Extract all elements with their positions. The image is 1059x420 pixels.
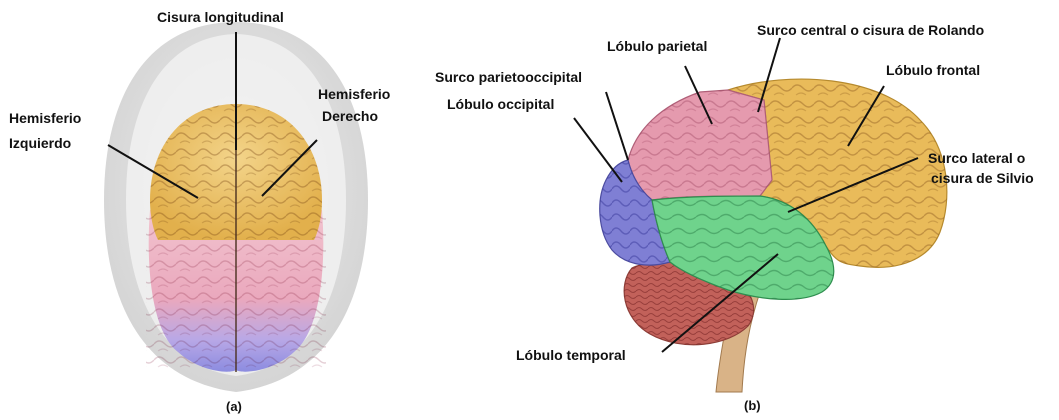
label-central-sulcus: Surco central o cisura de Rolando [757,22,984,38]
label-right-hemisphere-1: Hemisferio [318,86,390,102]
label-temporal-lobe: Lóbulo temporal [516,347,626,363]
label-right-hemisphere-2: Derecho [322,108,378,124]
label-left-hemisphere-1: Hemisferio [9,110,81,126]
label-lateral-sulcus-1: Surco lateral o [928,150,1025,166]
label-occipital-lobe: Lóbulo occipital [447,96,554,112]
label-longitudinal-fissure: Cisura longitudinal [157,9,284,25]
panel-a-top-view [100,22,372,400]
label-frontal-lobe: Lóbulo frontal [886,62,980,78]
label-parietal-lobe: Lóbulo parietal [607,38,707,54]
caption-a: (a) [226,399,242,414]
caption-b: (b) [744,398,761,413]
leader-parieto-occipital [606,92,628,160]
label-lateral-sulcus-2: cisura de Silvio [931,170,1034,186]
leader-occipital [574,118,622,182]
panel-b-lateral-view [574,38,947,392]
label-left-hemisphere-2: Izquierdo [9,135,71,151]
label-parieto-occipital-sulcus: Surco parietooccipital [435,69,582,85]
